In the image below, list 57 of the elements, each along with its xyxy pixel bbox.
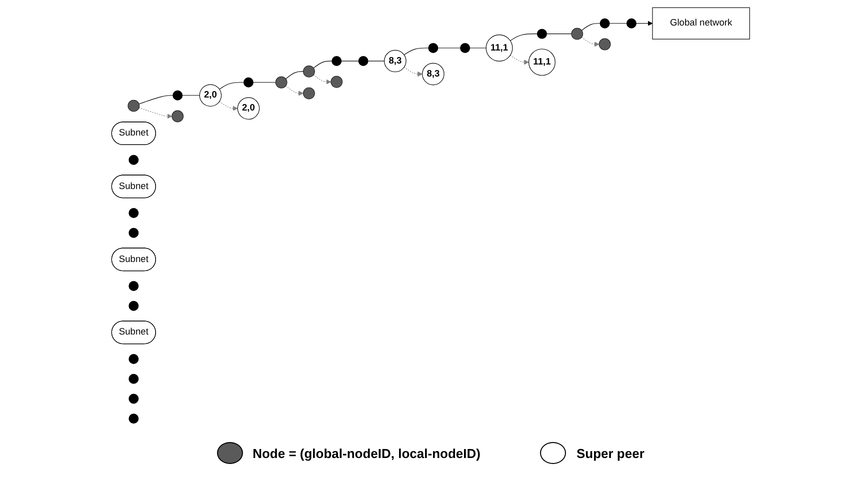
node-circle bbox=[428, 42, 438, 52]
node-circle bbox=[128, 413, 138, 424]
connector bbox=[182, 94, 200, 96]
node-circle bbox=[128, 373, 138, 384]
legend-text: Node = (global-nodeID, local-nodeID) bbox=[252, 446, 480, 460]
node-circle bbox=[172, 90, 182, 100]
node-circle bbox=[128, 393, 138, 404]
node-circle bbox=[128, 154, 138, 164]
arrow bbox=[581, 36, 600, 46]
connector bbox=[609, 22, 627, 24]
connector bbox=[404, 47, 429, 55]
arrow bbox=[218, 100, 238, 110]
node-circle bbox=[128, 280, 138, 290]
connector bbox=[469, 47, 486, 48]
node-circle: 2,0 bbox=[199, 84, 222, 106]
node-circle bbox=[128, 353, 138, 364]
arrow bbox=[313, 74, 332, 84]
connector bbox=[368, 60, 384, 61]
node-circle: 11,1 bbox=[486, 34, 513, 61]
node-circle bbox=[172, 110, 184, 122]
node-circle bbox=[128, 227, 138, 238]
connector bbox=[218, 82, 244, 90]
connector bbox=[340, 60, 359, 61]
node-circle bbox=[331, 56, 342, 66]
node-circle bbox=[128, 99, 140, 112]
node-circle: 11,1 bbox=[528, 48, 556, 76]
node-box: Global network bbox=[652, 6, 750, 39]
node-circle bbox=[626, 18, 636, 28]
connector bbox=[138, 94, 174, 104]
node-circle bbox=[128, 208, 138, 218]
legend-text: Super peer bbox=[576, 446, 644, 460]
node-circle bbox=[600, 18, 610, 28]
node-circle bbox=[275, 76, 288, 88]
node-circle bbox=[598, 38, 611, 50]
node-circle bbox=[243, 76, 254, 87]
node-circle bbox=[460, 42, 470, 52]
node-circle: 2,0 bbox=[237, 96, 260, 120]
arrow bbox=[138, 106, 172, 118]
connector bbox=[510, 33, 538, 40]
connector bbox=[313, 60, 332, 68]
connector bbox=[285, 70, 304, 79]
node-circle: 8,3 bbox=[384, 49, 406, 72]
node-circle bbox=[536, 28, 547, 38]
connector bbox=[581, 22, 600, 30]
node-circle bbox=[302, 86, 315, 99]
node-circle bbox=[571, 27, 583, 40]
arrow bbox=[510, 54, 529, 64]
node-circle bbox=[358, 56, 368, 66]
node-circle bbox=[302, 65, 315, 77]
connector bbox=[546, 33, 572, 34]
connector bbox=[437, 47, 460, 48]
node-circle bbox=[128, 300, 138, 310]
node-circle bbox=[330, 75, 342, 88]
arrow bbox=[285, 85, 304, 96]
arrow bbox=[636, 20, 653, 26]
node-circle: 8,3 bbox=[422, 62, 444, 85]
arrow bbox=[404, 66, 422, 76]
